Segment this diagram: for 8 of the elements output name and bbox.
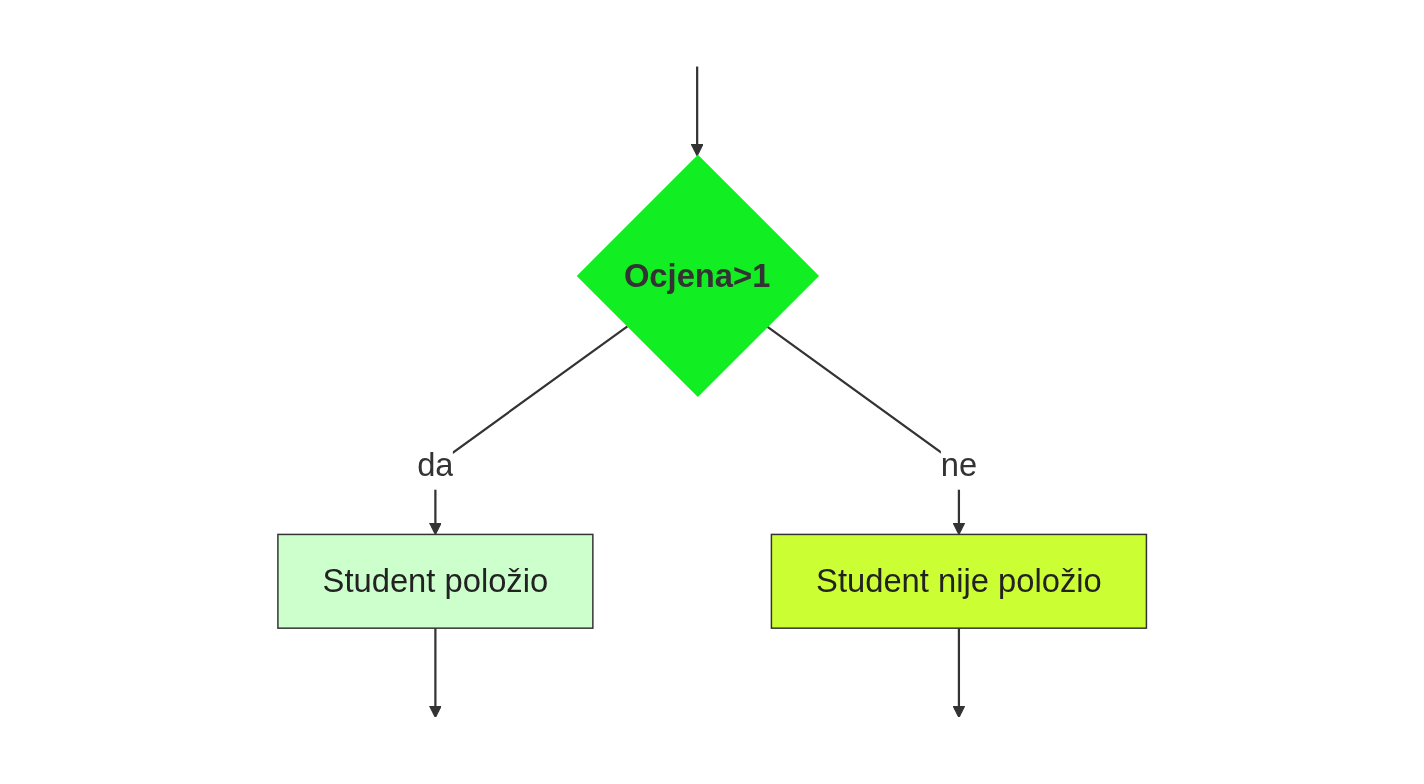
node-diamond: Ocjena>1 bbox=[576, 154, 819, 398]
node-box: Student nije položio bbox=[770, 533, 1147, 629]
arrow bbox=[428, 628, 442, 719]
edge-label: ne bbox=[940, 446, 977, 484]
arrow bbox=[690, 66, 704, 157]
node-box: Student položio bbox=[277, 533, 594, 629]
arrow bbox=[952, 628, 966, 719]
edge-label: da bbox=[417, 446, 454, 484]
